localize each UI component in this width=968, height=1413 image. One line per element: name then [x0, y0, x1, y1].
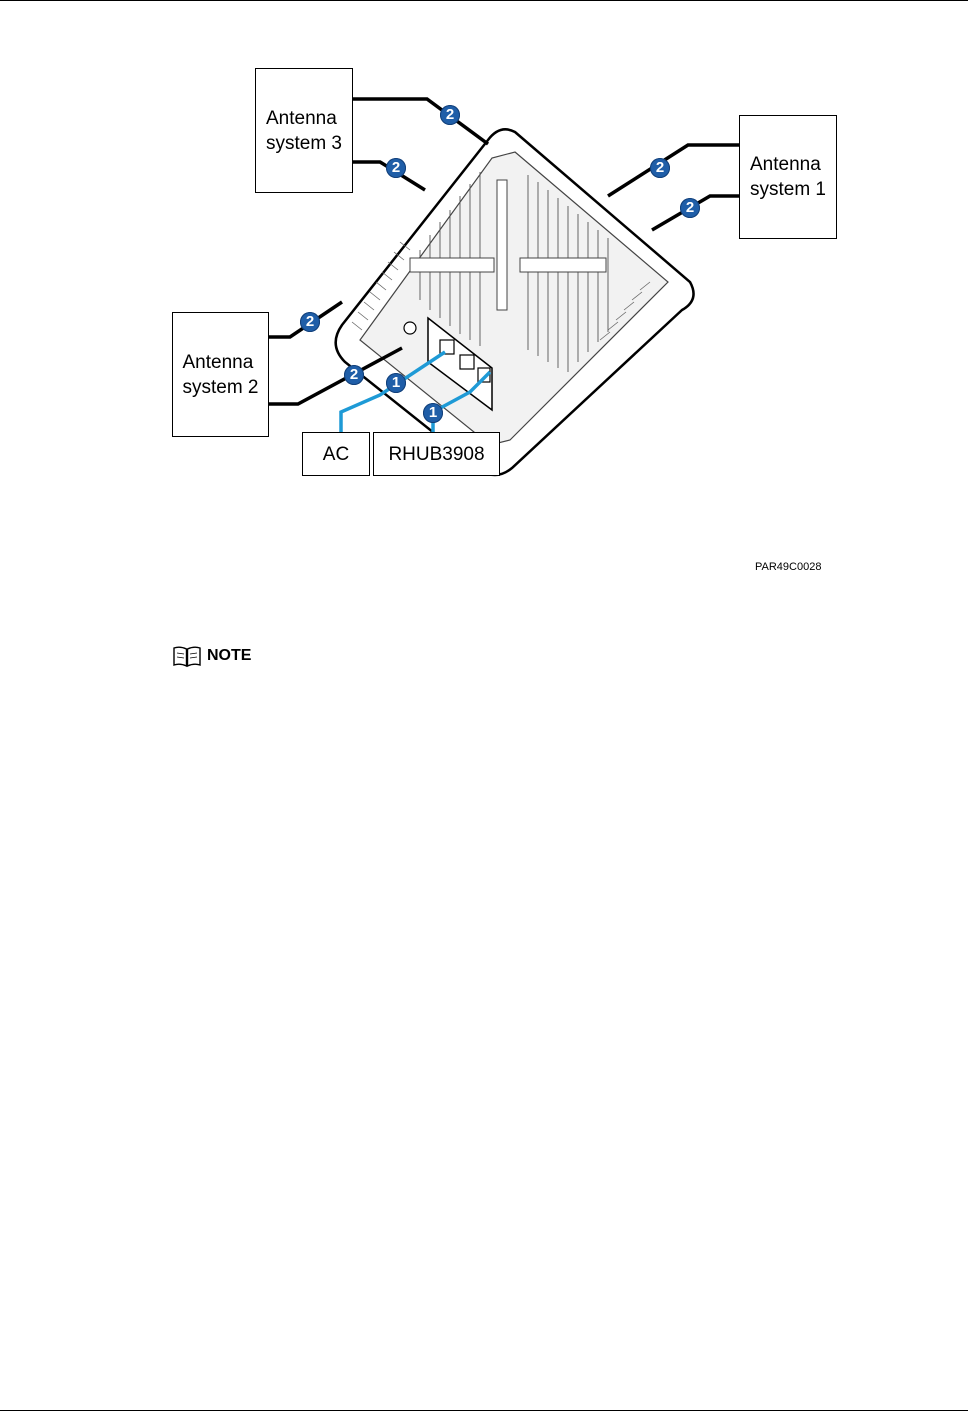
- callout-2-antenna-2-lower: 2: [344, 365, 364, 385]
- footer-rule: [0, 1410, 968, 1411]
- rhub3908-box: RHUB3908: [373, 432, 500, 476]
- antenna-system-3-label-line1: Antenna: [266, 106, 337, 131]
- callout-1-ac: 1: [386, 373, 406, 393]
- antenna-system-3-box: Antenna system 3: [255, 68, 353, 193]
- callout-2-antenna-2-upper: 2: [300, 312, 320, 332]
- callout-1-rhub3908: 1: [423, 403, 443, 423]
- rhub3908-label: RHUB3908: [388, 442, 484, 467]
- ac-box: AC: [302, 432, 370, 476]
- antenna-system-3-label-line2: system 3: [266, 131, 342, 156]
- ac-label: AC: [323, 442, 349, 467]
- antenna-system-1-label-line2: system 1: [750, 177, 826, 202]
- note-label: NOTE: [207, 646, 251, 666]
- antenna-system-1-box: Antenna system 1: [739, 115, 837, 239]
- callout-2-antenna-1-upper: 2: [650, 158, 670, 178]
- callout-2-antenna-1-lower: 2: [680, 198, 700, 218]
- callout-2-antenna-3-upper: 2: [440, 105, 460, 125]
- antenna-system-2-label-line2: system 2: [182, 375, 258, 400]
- note-heading: NOTE: [172, 644, 251, 668]
- callout-2-antenna-3-lower: 2: [386, 158, 406, 178]
- open-book-icon: [172, 644, 202, 668]
- antenna-system-2-label-line1: Antenna: [182, 350, 253, 375]
- figure-code: PAR49C0028: [755, 561, 821, 574]
- antenna-system-1-label-line1: Antenna: [750, 152, 821, 177]
- antenna-system-2-box: Antenna system 2: [172, 312, 269, 437]
- device-illustration: [336, 129, 694, 475]
